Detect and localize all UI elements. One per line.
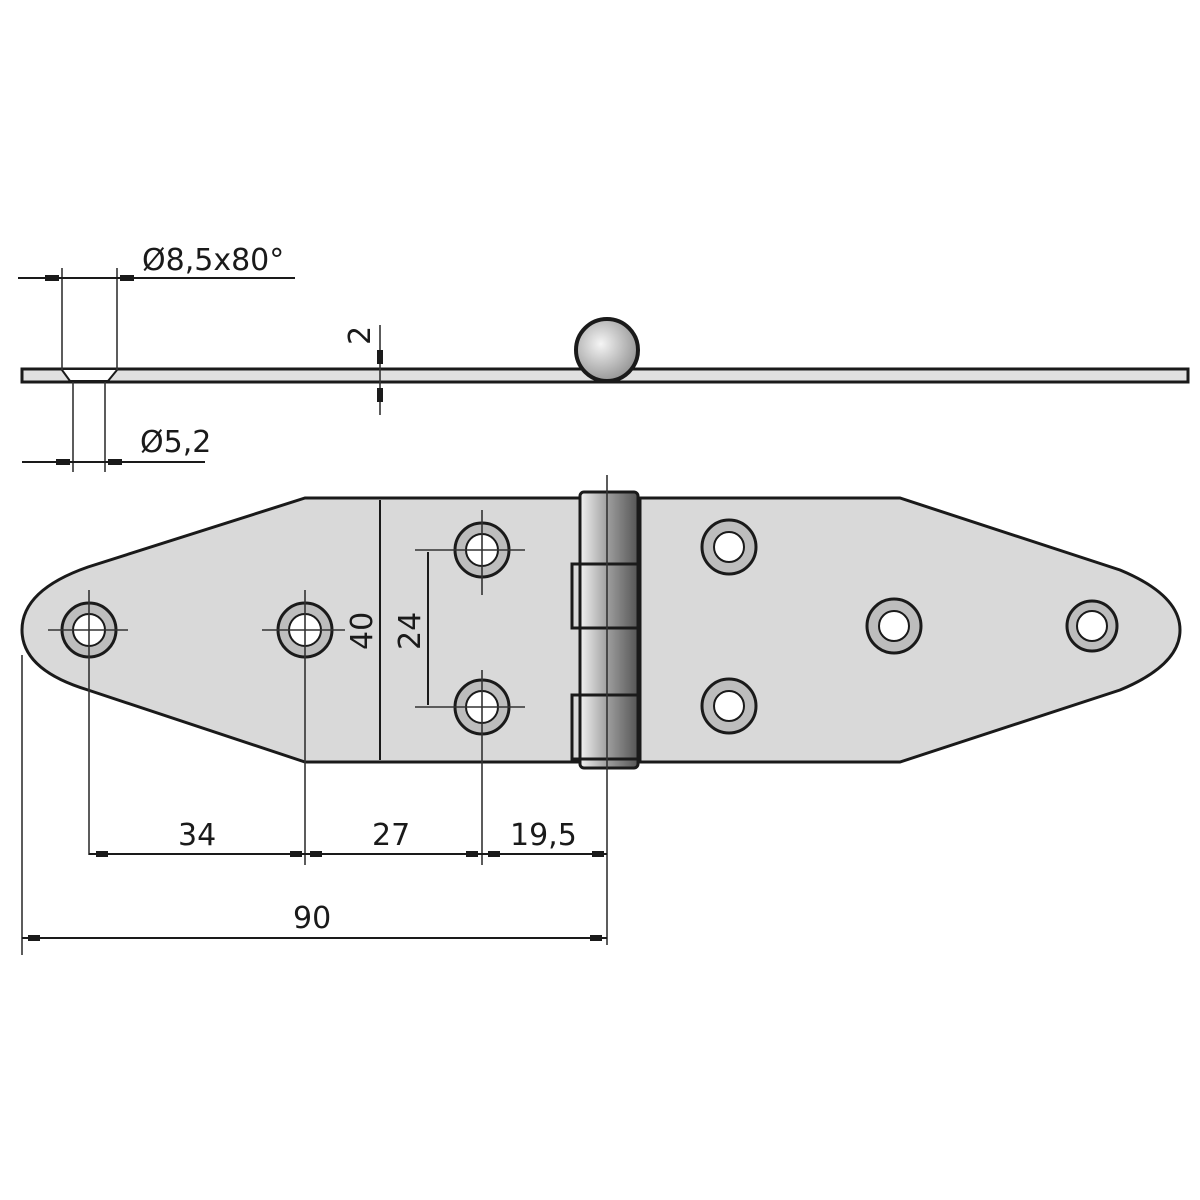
countersink-label: Ø8,5x80° [142, 243, 284, 278]
knuckle-pin [574, 317, 640, 383]
dim-90: 90 [293, 901, 331, 936]
screw-hole [48, 590, 128, 855]
dim-19-5: 19,5 [510, 818, 577, 853]
top-view: 40 24 34 27 19,5 90 [20, 475, 1182, 955]
side-view: Ø8,5x80° Ø5,2 2 [18, 243, 1190, 472]
knuckle [578, 490, 640, 770]
knuckle-segment [570, 693, 640, 761]
thickness-label: 2 [343, 326, 378, 345]
dim-27: 27 [372, 818, 410, 853]
screw-hole [262, 590, 345, 865]
screw-hole [865, 597, 923, 655]
knuckle-segment [570, 562, 640, 630]
screw-hole [700, 677, 758, 735]
screw-hole [415, 670, 525, 865]
height-label: 40 [345, 612, 380, 650]
countersink-profile [61, 369, 118, 382]
screw-hole [1065, 599, 1119, 653]
screw-hole [700, 518, 758, 576]
spacing-label: 24 [393, 612, 428, 650]
screw-hole [415, 510, 525, 595]
hole-label: Ø5,2 [140, 425, 211, 460]
dim-34: 34 [178, 818, 216, 853]
